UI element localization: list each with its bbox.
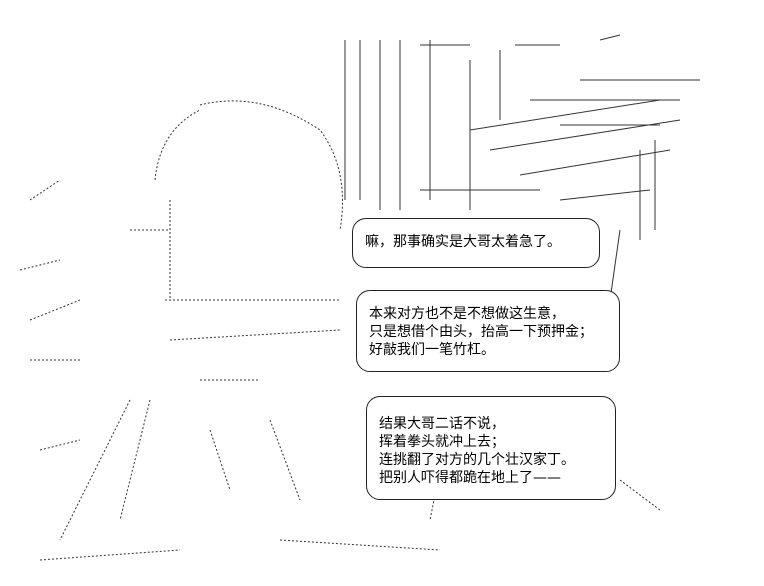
bubble-line: 连挑翻了对方的几个壮汉家丁。 xyxy=(379,452,575,468)
speech-bubble-2: 本来对方也不是不想做这生意， 只是想借个由头，抬高一下预押金； 好敲我们一笔竹杠… xyxy=(356,290,620,372)
speech-bubble-1: 嘛，那事确实是大哥太着急了。 xyxy=(352,218,600,268)
bubble-line: 结果大哥二话不说， xyxy=(379,416,505,432)
bubble-line: 本来对方也不是不想做这生意， xyxy=(369,306,565,322)
bubble-line: 挥着拳头就冲上去； xyxy=(379,434,505,450)
bubble-line: 嘛，那事确实是大哥太着急了。 xyxy=(365,234,561,250)
building-lines xyxy=(344,34,700,301)
character-outline xyxy=(19,100,661,561)
bubble-line: 好敲我们一笔竹杠。 xyxy=(369,342,495,358)
speech-bubble-3: 结果大哥二话不说， 挥着拳头就冲上去； 连挑翻了对方的几个壮汉家丁。 把别人吓得… xyxy=(366,396,616,500)
bubble-line: 只是想借个由头，抬高一下预押金； xyxy=(369,324,593,340)
bubble-line: 把别人吓得都跪在地上了—— xyxy=(379,470,561,486)
